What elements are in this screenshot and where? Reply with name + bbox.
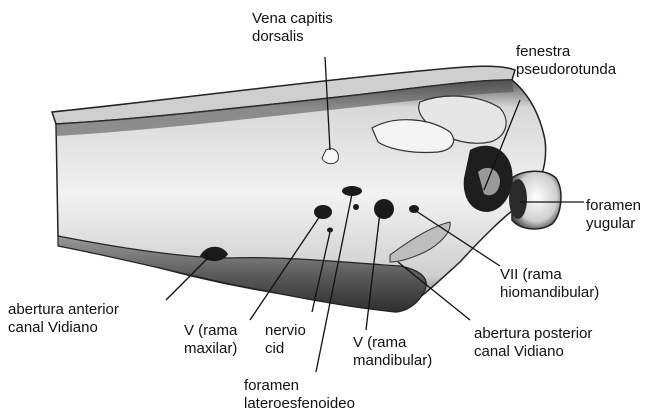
foramen-v-maxilar xyxy=(314,205,332,219)
label-v-rama-maxilar: V (rama maxilar) xyxy=(184,322,237,358)
foramen-v-mandibular xyxy=(374,199,394,219)
label-nervio-cid: nervio cid xyxy=(265,322,306,358)
label-foramen-yugular: foramen yugular xyxy=(586,197,641,233)
label-vena-capitis-dorsalis: Vena capitis dorsalis xyxy=(252,10,333,46)
label-abertura-anterior: abertura anterior canal Vidiano xyxy=(8,301,119,337)
label-v-rama-mandibular: V (rama mandibular) xyxy=(353,334,432,370)
label-foramen-lateroesfenoideo: foramen lateroesfenoideo xyxy=(244,377,355,413)
label-vii-rama-hiomandibular: VII (rama hiomandibular) xyxy=(500,266,599,302)
label-fenestra-pseudorotunda: fenestra pseudorotunda xyxy=(516,43,616,79)
label-abertura-posterior: abertura posterior canal Vidiano xyxy=(474,325,592,361)
